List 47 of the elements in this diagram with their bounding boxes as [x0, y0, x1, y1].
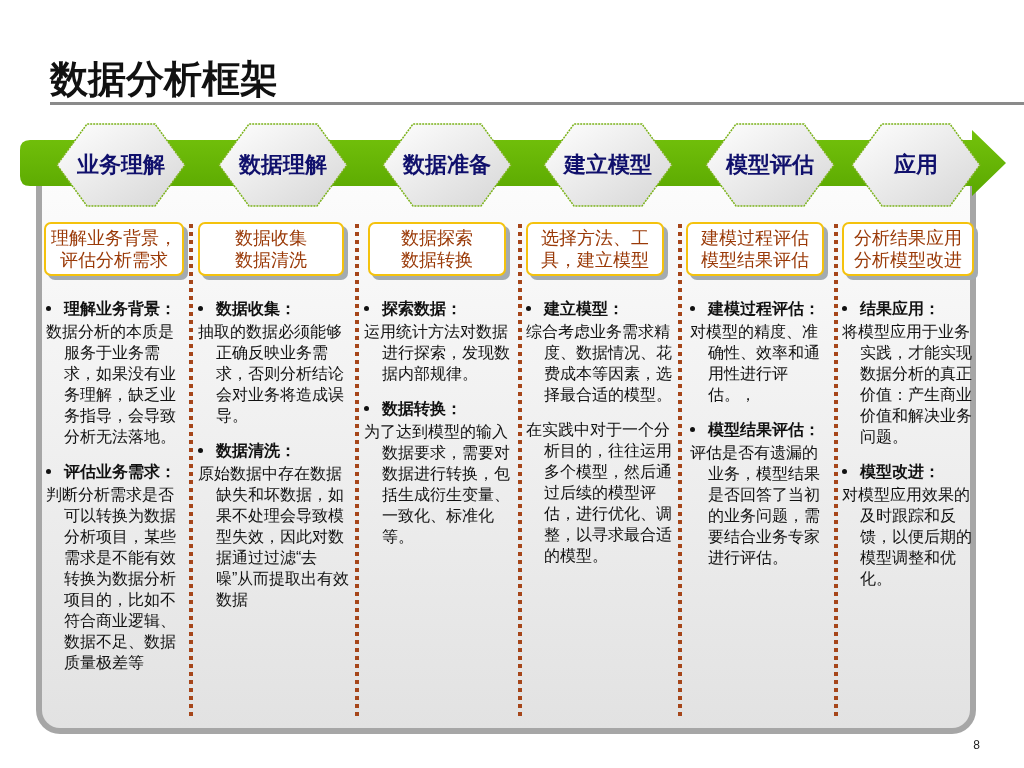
stage-label: 业务理解 — [77, 152, 165, 178]
description-text: 综合考虑业务需求精度、数据情况、花费成本等因素，选择最合适的模型。 — [526, 322, 672, 405]
description-text: 原始数据中存在数据缺失和坏数据，如果不处理会导致模型失效，因此对数据通过过滤“去噪”从而提取出有效数据 — [198, 464, 350, 610]
description-text: 对模型的精度、准确性、效率和通用性进行评估。， — [690, 322, 821, 405]
description-text: 将模型应用于业务实践，才能实现数据分析的真正价值：产生商业价值和解决业务问题。 — [842, 322, 972, 447]
page-number: 8 — [972, 738, 980, 752]
topic-text: 分析结果应用 — [854, 227, 962, 249]
stage-label: 模型评估 — [726, 152, 814, 178]
description-text: 为了达到模型的输入数据要求，需要对数据进行转换，包括生成衍生变量、一致化、标准化等。 — [364, 422, 511, 547]
bullet-heading: 评估业务需求： — [64, 462, 176, 482]
bullet-heading: 建立模型： — [544, 299, 624, 319]
bullet-heading: 理解业务背景： — [64, 299, 176, 319]
description-text: 在实践中对于一个分析目的，往往运用多个模型，然后通过后续的模型评估，进行优化、调整，以寻求最合适的模型。 — [526, 420, 672, 566]
topic-text: 数据收集 — [235, 227, 307, 249]
stage-label: 应用 — [894, 152, 938, 178]
topic-text: 分析模型改进 — [854, 249, 962, 271]
stage-hexagon — [382, 123, 512, 207]
topic-text: 数据转换 — [401, 249, 473, 271]
bullet-heading: 数据转换： — [382, 399, 462, 419]
bullet-heading: 模型结果评估： — [708, 420, 820, 440]
stage-hexagon — [543, 123, 673, 207]
stage-label: 数据准备 — [403, 152, 491, 178]
description-text: 抽取的数据必须能够正确反映业务需求，否则分析结论会对业务将造成误导。 — [198, 322, 345, 426]
description-text: 评估是否有遗漏的业务，模型结果是否回答了当初的业务问题，需要结合业务专家进行评估。 — [690, 443, 821, 568]
stage-hexagon — [56, 123, 186, 207]
topic-text: 选择方法、工具，建立模型 — [540, 227, 650, 271]
topic-text: 建模过程评估 — [701, 227, 809, 249]
stage-hexagon — [218, 123, 348, 207]
bullet-heading: 数据清洗： — [216, 441, 296, 461]
bullet-heading: 探索数据： — [382, 299, 462, 319]
bullet-heading: 结果应用： — [860, 299, 940, 319]
bullet-heading: 数据收集： — [216, 299, 296, 319]
slide-title: 数据分析框架 — [50, 57, 278, 102]
description-text: 数据分析的本质是服务于业务需求，如果没有业务理解，缺乏业务指导，会导致分析无法落地。 — [46, 322, 177, 447]
stage-label: 建立模型 — [564, 152, 652, 178]
stage-label: 数据理解 — [239, 152, 327, 178]
stage-hexagon — [705, 123, 835, 207]
bullet-heading: 建模过程评估： — [708, 299, 820, 319]
topic-text: 数据清洗 — [235, 249, 307, 271]
bullet-heading: 模型改进： — [860, 462, 940, 482]
topic-text: 模型结果评估 — [701, 249, 809, 271]
description-text: 对模型应用效果的及时跟踪和反馈，以便后期的模型调整和优化。 — [842, 485, 972, 589]
topic-text: 理解业务背景，评估分析需求 — [50, 227, 178, 271]
stage-hexagon — [851, 123, 981, 207]
topic-text: 数据探索 — [401, 227, 473, 249]
description-text: 判断分析需求是否可以转换为数据分析项目，某些需求是不能有效转换为数据分析项目的，比如不符合商业逻辑、数据不足、数据质量极差等 — [46, 485, 177, 673]
description-text: 运用统计方法对数据进行探索，发现数据内部规律。 — [364, 322, 511, 384]
